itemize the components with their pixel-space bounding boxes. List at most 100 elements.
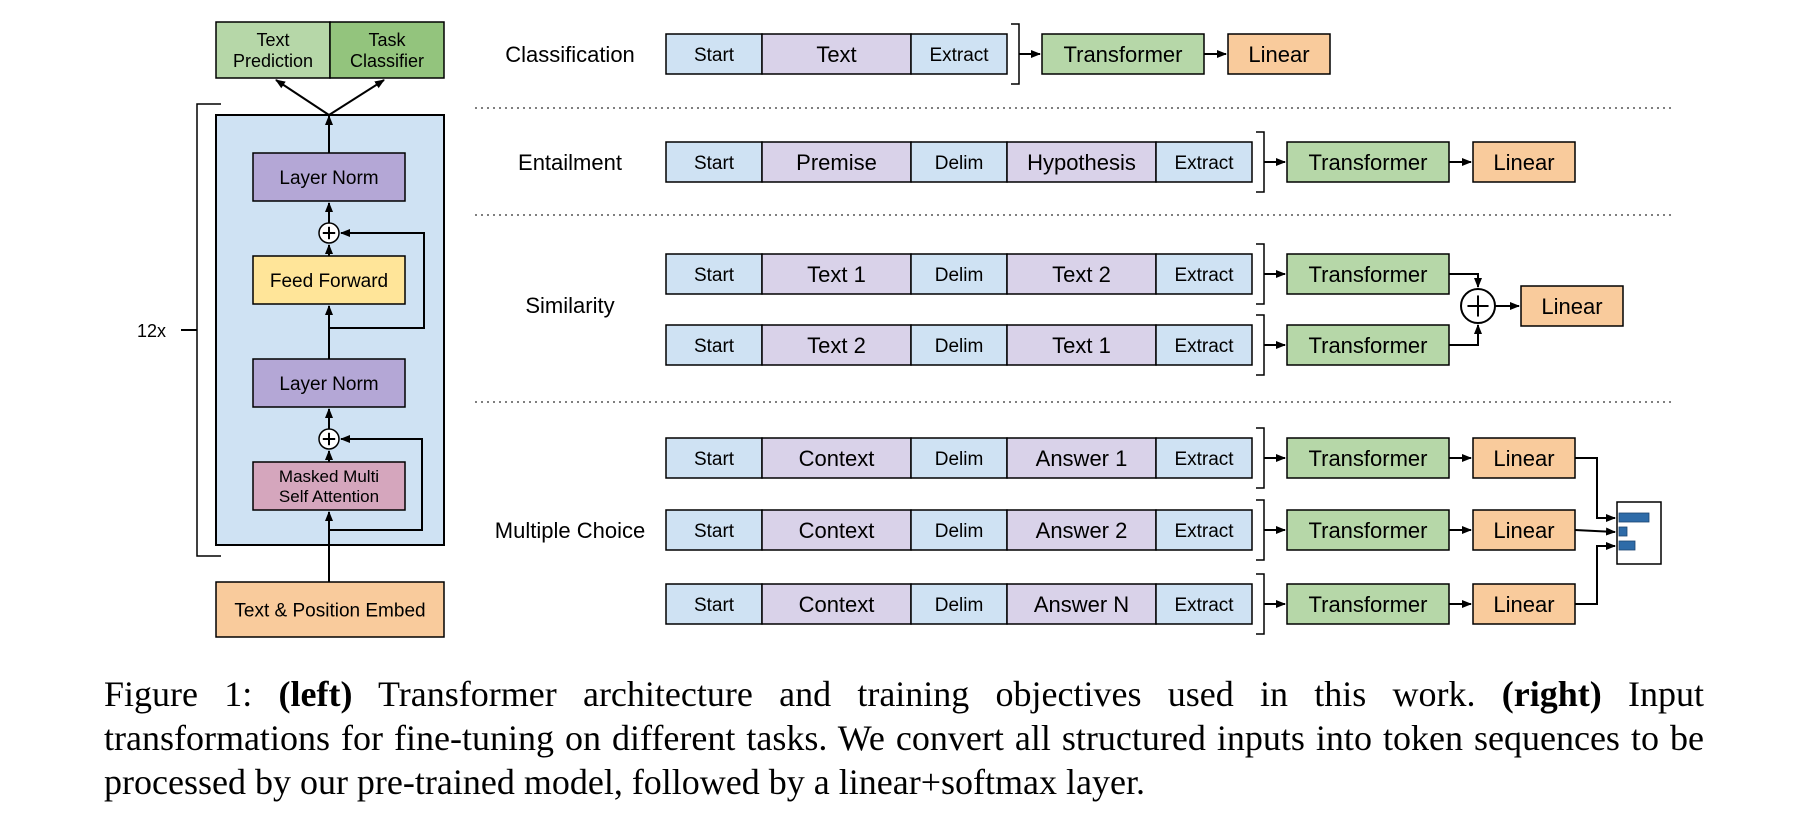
token-answer-1-box	[1006, 437, 1157, 479]
sequence-bracket	[1256, 314, 1265, 376]
transformer-box	[1286, 437, 1450, 479]
layer-norm-top: Layer Norm	[252, 152, 406, 202]
token-extract: Extract	[910, 33, 1008, 75]
token-delim: Delim	[910, 141, 1008, 183]
linear: Linear	[1472, 509, 1576, 551]
token-answer-1: Answer 1	[1006, 437, 1157, 479]
text-position-embed: Text & Position Embed	[215, 581, 445, 638]
token-context-box	[761, 583, 912, 625]
token-answer-1-label: Answer 1	[1036, 446, 1128, 471]
residual-add-top	[318, 222, 340, 244]
transformer-label: Transformer	[1309, 592, 1428, 617]
token-start-box	[665, 33, 763, 75]
transformer-label: Transformer	[1309, 333, 1428, 358]
token-delim-label: Delim	[935, 265, 984, 286]
softmax-bar-2	[1618, 526, 1628, 537]
choice-connector-3	[1575, 542, 1616, 605]
sequence-bracket	[1256, 243, 1265, 305]
masked-self-attention-box	[252, 461, 406, 511]
token-extract: Extract	[1155, 141, 1253, 183]
sequence-bracket	[1256, 427, 1265, 489]
token-delim-box	[910, 509, 1008, 551]
token-start-label: Start	[694, 153, 735, 174]
transformer-label: Transformer	[1309, 150, 1428, 175]
token-delim: Delim	[910, 253, 1008, 295]
token-delim-label: Delim	[935, 336, 984, 357]
token-extract-label: Extract	[1174, 449, 1234, 470]
token-start-box	[665, 141, 763, 183]
token-text-label: Text	[816, 42, 856, 67]
token-delim: Delim	[910, 583, 1008, 625]
token-delim: Delim	[910, 437, 1008, 479]
token-start-label: Start	[694, 449, 735, 470]
linear-label: Linear	[1493, 446, 1554, 471]
sequence-bracket	[1256, 131, 1265, 193]
token-context-label: Context	[799, 446, 875, 471]
residual-add-bottom	[318, 428, 340, 450]
arrow-to-text-prediction	[275, 79, 330, 116]
token-start: Start	[665, 324, 763, 366]
transformer-box	[1286, 509, 1450, 551]
task-entailment: Entailment Start Premise Delim Hypothesis Ext…	[518, 131, 1576, 193]
figure-caption: Figure 1: (left) Transformer architectur…	[104, 672, 1704, 804]
layer-norm-bottom: Layer Norm	[252, 358, 406, 408]
transformer: Transformer	[1286, 324, 1450, 366]
token-extract-box	[1155, 253, 1253, 295]
token-start: Start	[665, 33, 763, 75]
token-extract-label: Extract	[1174, 336, 1234, 357]
transformer: Transformer	[1286, 253, 1450, 295]
token-start: Start	[665, 509, 763, 551]
task-classifier-box	[329, 21, 445, 79]
token-delim-box	[910, 141, 1008, 183]
token-text-1-box	[761, 253, 912, 295]
layer-norm-bottom-label: Layer Norm	[279, 374, 378, 395]
linear-box	[1227, 33, 1331, 75]
token-delim-label: Delim	[935, 153, 984, 174]
linear-label: Linear	[1541, 294, 1602, 319]
token-context-label: Context	[799, 592, 875, 617]
token-premise-label: Premise	[796, 150, 877, 175]
task-label-entailment: Entailment	[518, 150, 622, 175]
repeat-count-label: 12x	[137, 321, 166, 341]
input-sequence: Start Text Extract	[665, 33, 1008, 75]
token-start: Start	[665, 437, 763, 479]
text-prediction-box	[215, 21, 331, 79]
token-context: Context	[761, 509, 912, 551]
token-extract-label: Extract	[1174, 153, 1234, 174]
transformer-label: Transformer	[1064, 42, 1183, 67]
token-start-label: Start	[694, 521, 735, 542]
token-extract-label: Extract	[929, 45, 989, 66]
token-text-2-label: Text 2	[1052, 262, 1111, 287]
token-answer-2-label: Answer 2	[1036, 518, 1128, 543]
token-extract-box	[1155, 583, 1253, 625]
similarity-add	[1460, 288, 1496, 324]
linear: Linear	[1472, 437, 1576, 479]
token-extract-box	[1155, 509, 1253, 551]
token-extract: Extract	[1155, 509, 1253, 551]
layer-norm-bottom-box	[252, 358, 406, 408]
linear-box	[1472, 141, 1576, 183]
token-context-box	[761, 509, 912, 551]
token-text-2-box	[761, 324, 912, 366]
caption-right-label: (right)	[1501, 674, 1602, 714]
token-start: Start	[665, 253, 763, 295]
token-context: Context	[761, 583, 912, 625]
caption-text-right: Input transformations for fine-tuning on…	[104, 674, 1704, 802]
token-start-label: Start	[694, 45, 735, 66]
transformer-box	[1286, 583, 1450, 625]
layer-norm-top-box	[252, 152, 406, 202]
token-start-box	[665, 253, 763, 295]
token-answer-2: Answer 2	[1006, 509, 1157, 551]
token-text-1-label: Text 1	[807, 262, 866, 287]
feed-forward-box	[252, 255, 406, 305]
token-hypothesis: Hypothesis	[1006, 141, 1157, 183]
token-extract-box	[1155, 437, 1253, 479]
transformer-label: Transformer	[1309, 518, 1428, 543]
token-start-label: Start	[694, 336, 735, 357]
transformer: Transformer	[1286, 583, 1450, 625]
token-start: Start	[665, 141, 763, 183]
